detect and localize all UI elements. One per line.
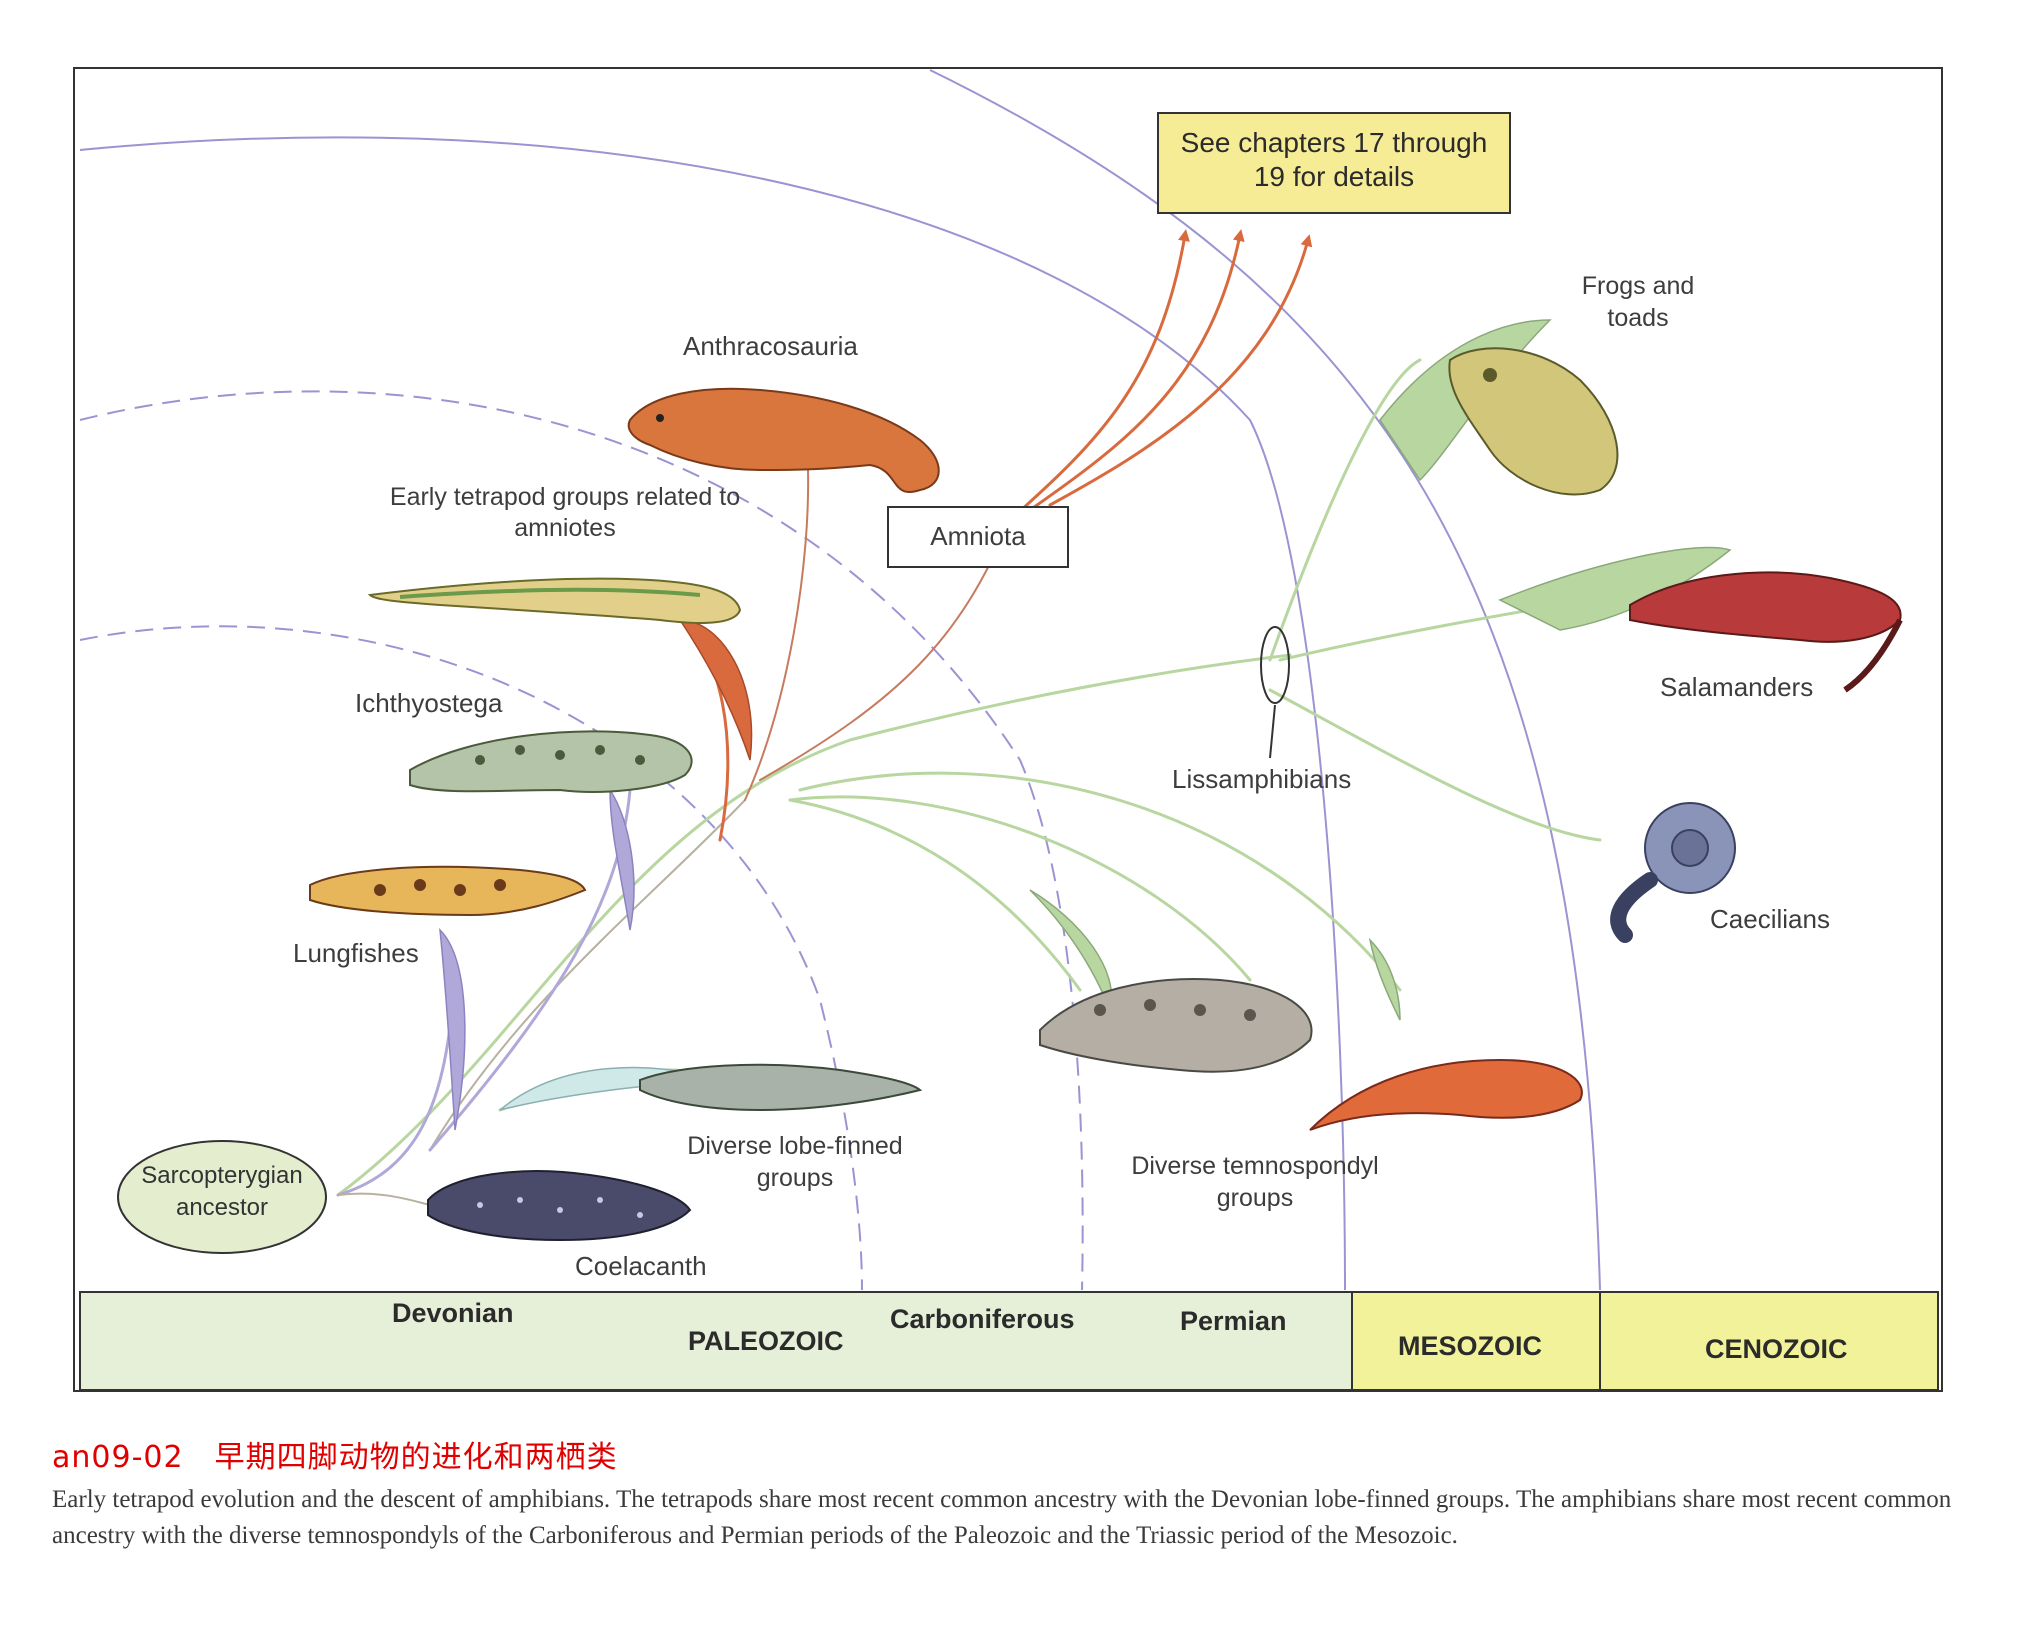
arc-devonian-dashed: [79, 625, 863, 1291]
early-tetrapod-label-wrap: Early tetrapod groups related to amniote…: [389, 483, 741, 542]
paleozoic-label: PALEOZOIC: [688, 1326, 844, 1356]
sarcopterygian-ellipse: [117, 1140, 327, 1254]
arc-carboniferous-dashed: [79, 390, 1084, 1291]
temnospondyl-fan-2: [1368, 937, 1401, 1021]
temnospondyl-gray-illustration: [1039, 978, 1313, 1073]
cenozoic-band: [1599, 1291, 1939, 1391]
lissamphibians-label: Lissamphibians: [1172, 764, 1351, 794]
salamander-fan: [1498, 546, 1732, 631]
lissamphibian-branch: [1268, 358, 1422, 662]
note-box: [1157, 112, 1511, 214]
note-box-text-wrap: See chapters 17 through 19 for details: [1180, 127, 1488, 192]
time-arcs: [79, 69, 1601, 1291]
devonian-label: Devonian: [392, 1298, 514, 1328]
coelacanth-label: Coelacanth: [575, 1251, 707, 1281]
amniota-arrow-1: [1008, 229, 1190, 522]
salamander-illustration: [1629, 571, 1903, 693]
lungfish-fan: [439, 927, 466, 1131]
temnospondyl-branch-3: [798, 771, 1402, 992]
diagram-frame: [73, 67, 1943, 1392]
amniota-arrow-2: [1028, 229, 1245, 512]
salamanders-label: Salamanders: [1660, 672, 1813, 702]
temnospondyl-branch-2: [788, 795, 1252, 982]
diverse-lobe-label-wrap: Diverse lobe-finned groups: [687, 1132, 903, 1192]
tetrapod-stem: [429, 799, 746, 1151]
lungfish-illustration: [309, 865, 587, 917]
ichthyostega-illustration: [409, 730, 693, 793]
sarcopterygian-text-wrap: Sarcopterygian ancestor: [141, 1162, 303, 1221]
lissamphibian-pointer: [1269, 704, 1276, 759]
evolution-diagram: Devonian PALEOZOIC Carboniferous Permian…: [73, 67, 1943, 1392]
paleozoic-band: [79, 1291, 1353, 1391]
amniota-label: Amniota: [930, 521, 1026, 551]
anthracosauria-branch: [744, 469, 810, 801]
diverse-lobe-label: Diverse lobe-finned groups: [687, 1132, 903, 1192]
early-tetrapod-label: Early tetrapod groups related to amniote…: [389, 483, 741, 542]
caecilian-branch: [1268, 688, 1602, 842]
coelacanth-branch: [337, 1192, 431, 1206]
lobe-finned-fish-illustration: [639, 1063, 923, 1112]
timeline-band: Devonian PALEOZOIC Carboniferous Permian…: [79, 1291, 1939, 1391]
frog-illustration: [1448, 347, 1619, 496]
diverse-temno-label: Diverse temnospondyl groups: [1131, 1152, 1379, 1212]
arc-top: [79, 136, 1346, 1291]
carboniferous-label: Carboniferous: [890, 1304, 1075, 1334]
note-box-text: See chapters 17 through 19 for details: [1180, 127, 1488, 192]
amniota-box: [887, 506, 1069, 568]
frogs-label: Frogs and toads: [1581, 272, 1695, 332]
early-tetrapod-illustration: [367, 577, 742, 624]
lungfishes-label: Lungfishes: [293, 938, 419, 968]
ichthyostega-label: Ichthyostega: [355, 688, 503, 718]
permian-label: Permian: [1180, 1306, 1287, 1336]
lissamphibian-node: [1260, 626, 1290, 704]
sarcopterygian-label: Sarcopterygian ancestor: [141, 1162, 303, 1221]
mesozoic-band: [1351, 1291, 1601, 1391]
mesozoic-label: MESOZOIC: [1398, 1331, 1542, 1361]
anthracosauria-illustration: [627, 387, 940, 493]
caecilians-label: Caecilians: [1710, 904, 1830, 934]
diverse-temno-label-wrap: Diverse temnospondyl groups: [1131, 1152, 1379, 1212]
temnospondyl-branch-1: [788, 798, 1082, 992]
caption-code: an09-02 早期四脚动物的进化和两栖类: [52, 1440, 618, 1475]
amniota-arrow-3: [1048, 234, 1313, 507]
caption-text: Early tetrapod evolution and the descent…: [52, 1486, 1952, 1549]
coelacanth-illustration: [427, 1170, 692, 1242]
early-tetrapod-fan: [678, 619, 753, 761]
caecilian-illustration: [1610, 802, 1736, 943]
main-trunk: [336, 653, 1292, 1197]
frogs-label-wrap: Frogs and toads: [1581, 272, 1695, 332]
anthracosauria-label: Anthracosauria: [683, 331, 858, 361]
cenozoic-label: CENOZOIC: [1705, 1334, 1848, 1364]
ichthyostega-fan: [609, 787, 635, 931]
arc-mesozoic-boundary: [929, 69, 1601, 1291]
temnospondyl-red-illustration: [1309, 1058, 1583, 1131]
